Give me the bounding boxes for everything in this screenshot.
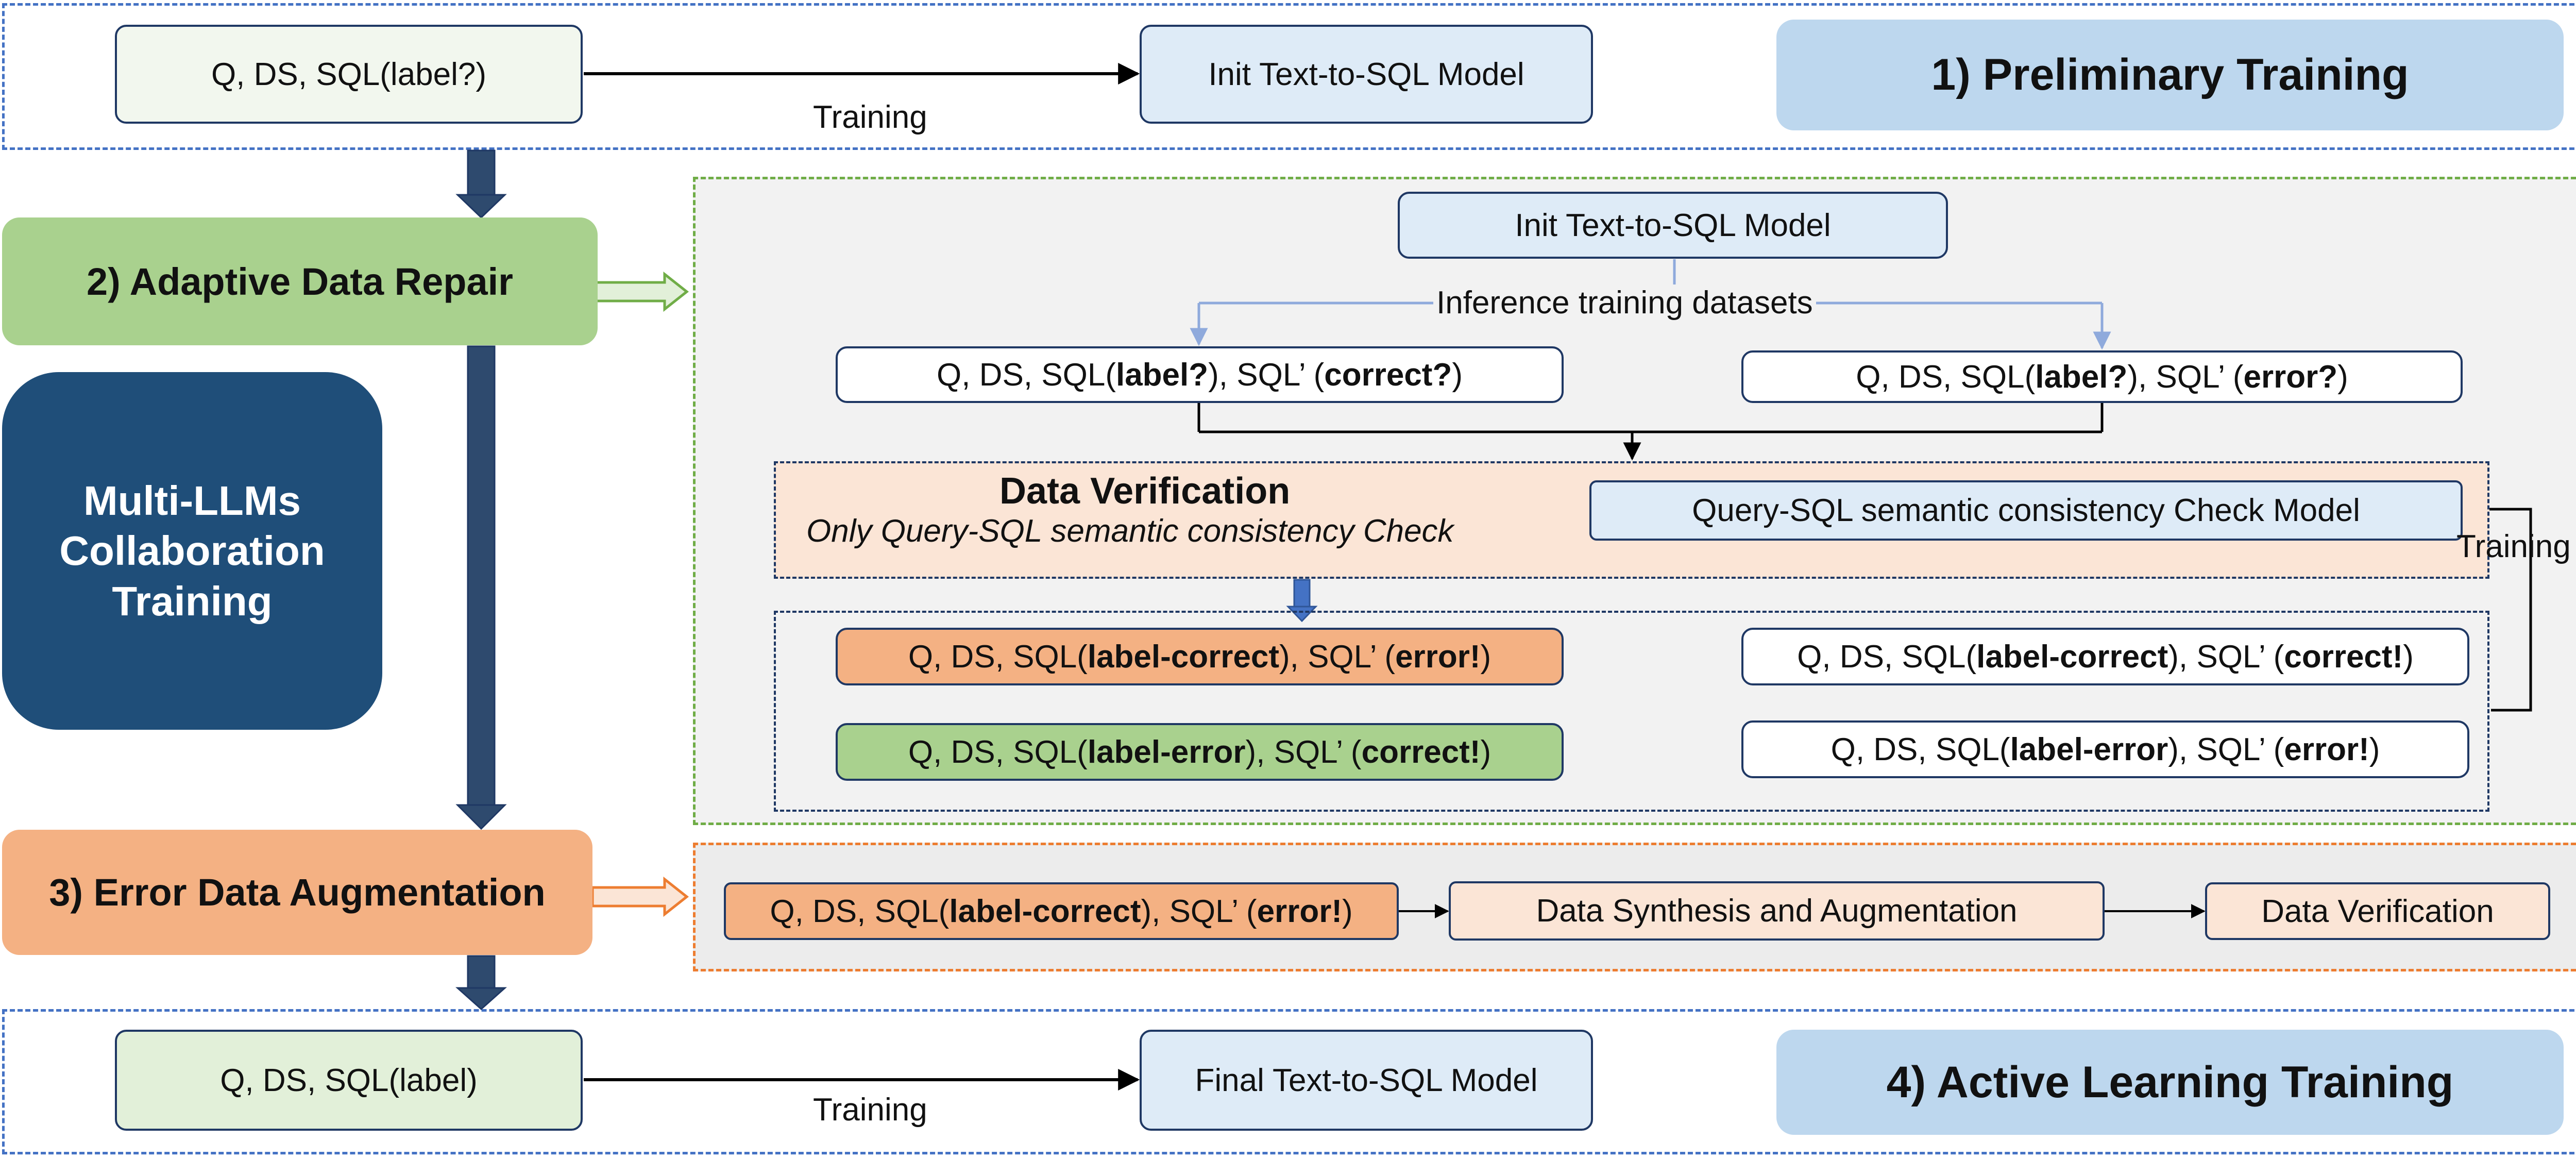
outcome-label-correct-sql-correct: Q, DS, SQL(label-correct), SQL’ (correct… bbox=[1741, 628, 2469, 685]
active-learning-region bbox=[2, 1009, 2576, 1154]
init-model-box-repair: Init Text-to-SQL Model bbox=[1398, 192, 1948, 259]
preliminary-training-region bbox=[2, 3, 2576, 150]
top-training-label: Training bbox=[813, 99, 927, 135]
check-model-box: Query-SQL semantic consistency Check Mod… bbox=[1589, 480, 2463, 541]
candidate-right-text: Q, DS, SQL(label?), SQL’ (error?) bbox=[1856, 359, 2348, 395]
aug-data-verification-box: Data Verification bbox=[2205, 882, 2550, 940]
top-input-box: Q, DS, SQL(label?) bbox=[115, 25, 583, 124]
flow-arrow-1 bbox=[455, 149, 507, 219]
stage-preliminary-label: 1) Preliminary Training bbox=[1931, 50, 2409, 99]
aug-input-box: Q, DS, SQL(label-correct), SQL’ (error!) bbox=[724, 882, 1399, 940]
collab-line-3: Training bbox=[112, 578, 273, 624]
candidate-right-box: Q, DS, SQL(label?), SQL’ (error?) bbox=[1741, 350, 2463, 403]
top-input-label: Q, DS, SQL(label?) bbox=[211, 56, 487, 92]
collab-line-1: Multi-LLMs bbox=[83, 477, 301, 524]
stage-error-aug-label: 3) Error Data Augmentation bbox=[49, 871, 546, 914]
data-verification-title: Data Verification bbox=[999, 471, 1291, 512]
multi-llms-collaboration-card: Multi-LLMs Collaboration Training bbox=[2, 372, 382, 730]
aug-data-verification-label: Data Verification bbox=[2261, 893, 2494, 929]
candidate-left-box: Q, DS, SQL(label?), SQL’ (correct?) bbox=[836, 346, 1564, 403]
stage-active-learning-label: 4) Active Learning Training bbox=[1886, 1057, 2454, 1107]
outcome-label-correct-sql-error: Q, DS, SQL(label-correct), SQL’ (error!) bbox=[836, 628, 1564, 685]
bottom-input-label: Q, DS, SQL(label) bbox=[220, 1062, 478, 1098]
candidate-left-text: Q, DS, SQL(label?), SQL’ (correct?) bbox=[937, 357, 1463, 393]
stage-error-data-augmentation: 3) Error Data Augmentation bbox=[2, 830, 592, 955]
init-model-label-top: Init Text-to-SQL Model bbox=[1208, 56, 1524, 92]
augmentation-panel-pointer bbox=[591, 876, 689, 917]
check-model-label: Query-SQL semantic consistency Check Mod… bbox=[1692, 493, 2360, 528]
data-verification-subtitle: Only Query-SQL semantic consistency Chec… bbox=[806, 513, 1454, 549]
bottom-training-label: Training bbox=[813, 1092, 927, 1128]
repair-panel-pointer bbox=[591, 271, 689, 312]
collab-line-2: Collaboration bbox=[59, 528, 325, 574]
stage-adaptive-label: 2) Adaptive Data Repair bbox=[87, 260, 513, 303]
feedback-training-label: Training bbox=[2456, 529, 2571, 564]
outcome-grid bbox=[774, 611, 2489, 812]
stage-adaptive-data-repair: 2) Adaptive Data Repair bbox=[2, 217, 598, 345]
bottom-input-box: Q, DS, SQL(label) bbox=[115, 1030, 583, 1131]
flow-arrow-2 bbox=[455, 345, 507, 830]
outcome-label-error-sql-correct: Q, DS, SQL(label-error), SQL’ (correct!) bbox=[836, 723, 1564, 781]
final-model-box: Final Text-to-SQL Model bbox=[1140, 1030, 1593, 1131]
data-synthesis-label: Data Synthesis and Augmentation bbox=[1536, 893, 2018, 929]
training-feedback-loop bbox=[2463, 500, 2532, 712]
verification-down-arrow bbox=[1286, 579, 1318, 623]
outcome-label-error-sql-error: Q, DS, SQL(label-error), SQL’ (error!) bbox=[1741, 720, 2469, 778]
flow-arrow-3 bbox=[455, 955, 507, 1011]
init-model-label-repair: Init Text-to-SQL Model bbox=[1515, 207, 1831, 243]
inference-label: Inference training datasets bbox=[1433, 284, 1816, 321]
stage-preliminary-training: 1) Preliminary Training bbox=[1776, 20, 2564, 130]
final-model-label: Final Text-to-SQL Model bbox=[1195, 1062, 1538, 1098]
init-model-box-top: Init Text-to-SQL Model bbox=[1140, 25, 1593, 124]
data-synthesis-box: Data Synthesis and Augmentation bbox=[1449, 881, 2105, 941]
stage-active-learning-training: 4) Active Learning Training bbox=[1776, 1030, 2564, 1135]
